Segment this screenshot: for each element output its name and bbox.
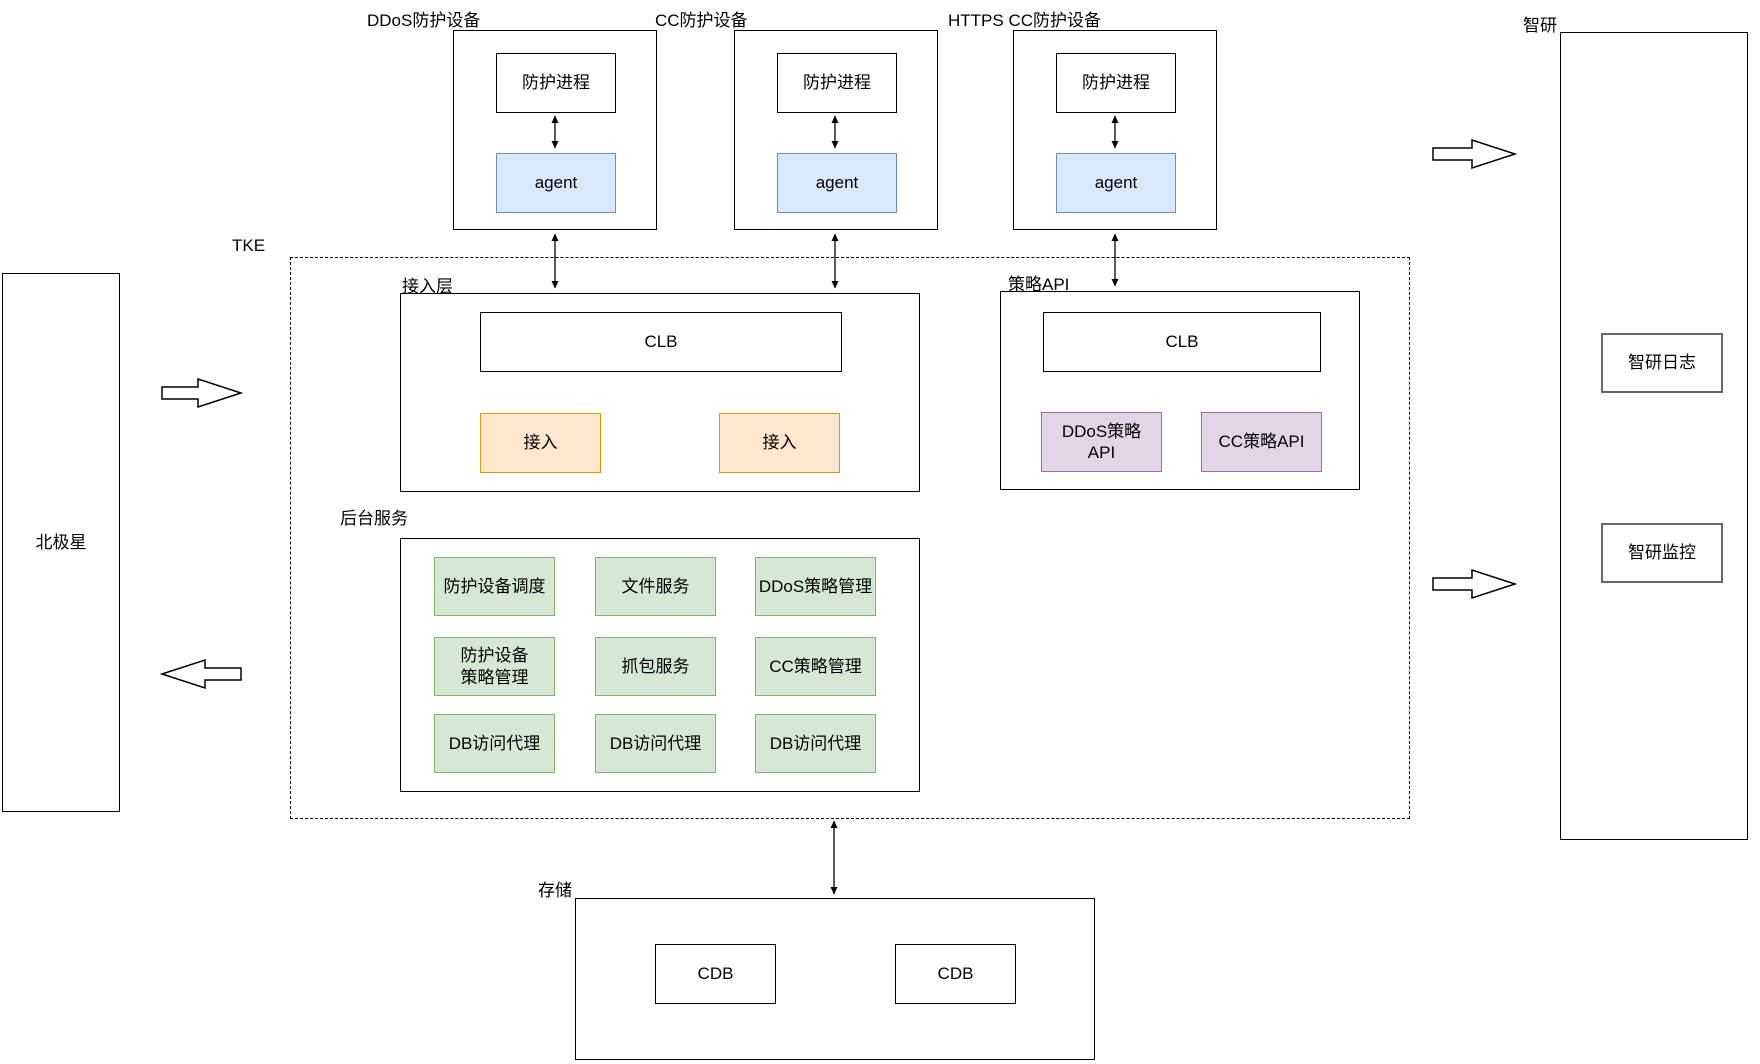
agent-box: agent xyxy=(777,153,897,213)
service-node: 防护设备调度 xyxy=(434,557,555,616)
access-node: 接入 xyxy=(719,413,840,473)
service-node: DDoS策略管理 xyxy=(755,557,876,616)
storage-title: 存储 xyxy=(538,881,572,900)
process-box: 防护进程 xyxy=(1056,53,1176,113)
storage-section: CDB CDB xyxy=(575,898,1095,1060)
ddos-policy-api-node: DDoS策略 API xyxy=(1041,412,1162,472)
zhiyan-box: 智研日志 智研监控 xyxy=(1560,32,1748,840)
device-label-ddos: DDoS防护设备 xyxy=(367,11,481,30)
access-node: 接入 xyxy=(480,413,601,473)
backend-section: 防护设备调度 文件服务 DDoS策略管理 防护设备 策略管理 抓包服务 CC策略… xyxy=(400,538,920,792)
device-label-https-cc: HTTPS CC防护设备 xyxy=(948,11,1101,30)
block-arrow-to-zhiyan-top-icon xyxy=(1432,138,1518,170)
device-box-ddos: 防护进程 agent xyxy=(453,30,657,230)
tke-container xyxy=(290,257,1410,819)
backend-title: 后台服务 xyxy=(340,509,408,528)
device-box-https-cc: 防护进程 agent xyxy=(1013,30,1217,230)
block-arrow-polaris-to-tke-icon xyxy=(161,377,244,409)
device-box-cc: 防护进程 agent xyxy=(734,30,938,230)
tke-label: TKE xyxy=(232,236,266,255)
process-box: 防护进程 xyxy=(496,53,616,113)
service-node: 抓包服务 xyxy=(595,637,716,696)
service-node: 防护设备 策略管理 xyxy=(434,637,555,696)
cc-policy-api-node: CC策略API xyxy=(1201,412,1322,472)
policy-api-section: CLB DDoS策略 API CC策略API xyxy=(1000,291,1360,490)
service-node: DB访问代理 xyxy=(755,714,876,773)
clb-box: CLB xyxy=(1043,312,1321,372)
service-node: DB访问代理 xyxy=(434,714,555,773)
access-layer-section: CLB 接入 接入 xyxy=(400,293,920,492)
cdb-node: CDB xyxy=(655,944,776,1004)
zhiyan-monitor-node: 智研监控 xyxy=(1601,523,1723,583)
block-arrow-to-zhiyan-bottom-icon xyxy=(1432,568,1518,600)
block-arrow-tke-to-polaris-icon xyxy=(159,658,242,690)
agent-box: agent xyxy=(1056,153,1176,213)
polaris-box: 北极星 xyxy=(2,273,120,812)
process-box: 防护进程 xyxy=(777,53,897,113)
service-node: 文件服务 xyxy=(595,557,716,616)
service-node: CC策略管理 xyxy=(755,637,876,696)
device-label-cc: CC防护设备 xyxy=(655,11,748,30)
policy-api-title: 策略API xyxy=(1008,275,1070,294)
agent-box: agent xyxy=(496,153,616,213)
zhiyan-title: 智研 xyxy=(1523,16,1557,35)
cdb-node: CDB xyxy=(895,944,1016,1004)
service-node: DB访问代理 xyxy=(595,714,716,773)
zhiyan-log-node: 智研日志 xyxy=(1601,333,1723,393)
clb-box: CLB xyxy=(480,312,842,372)
access-layer-title: 接入层 xyxy=(402,277,453,296)
